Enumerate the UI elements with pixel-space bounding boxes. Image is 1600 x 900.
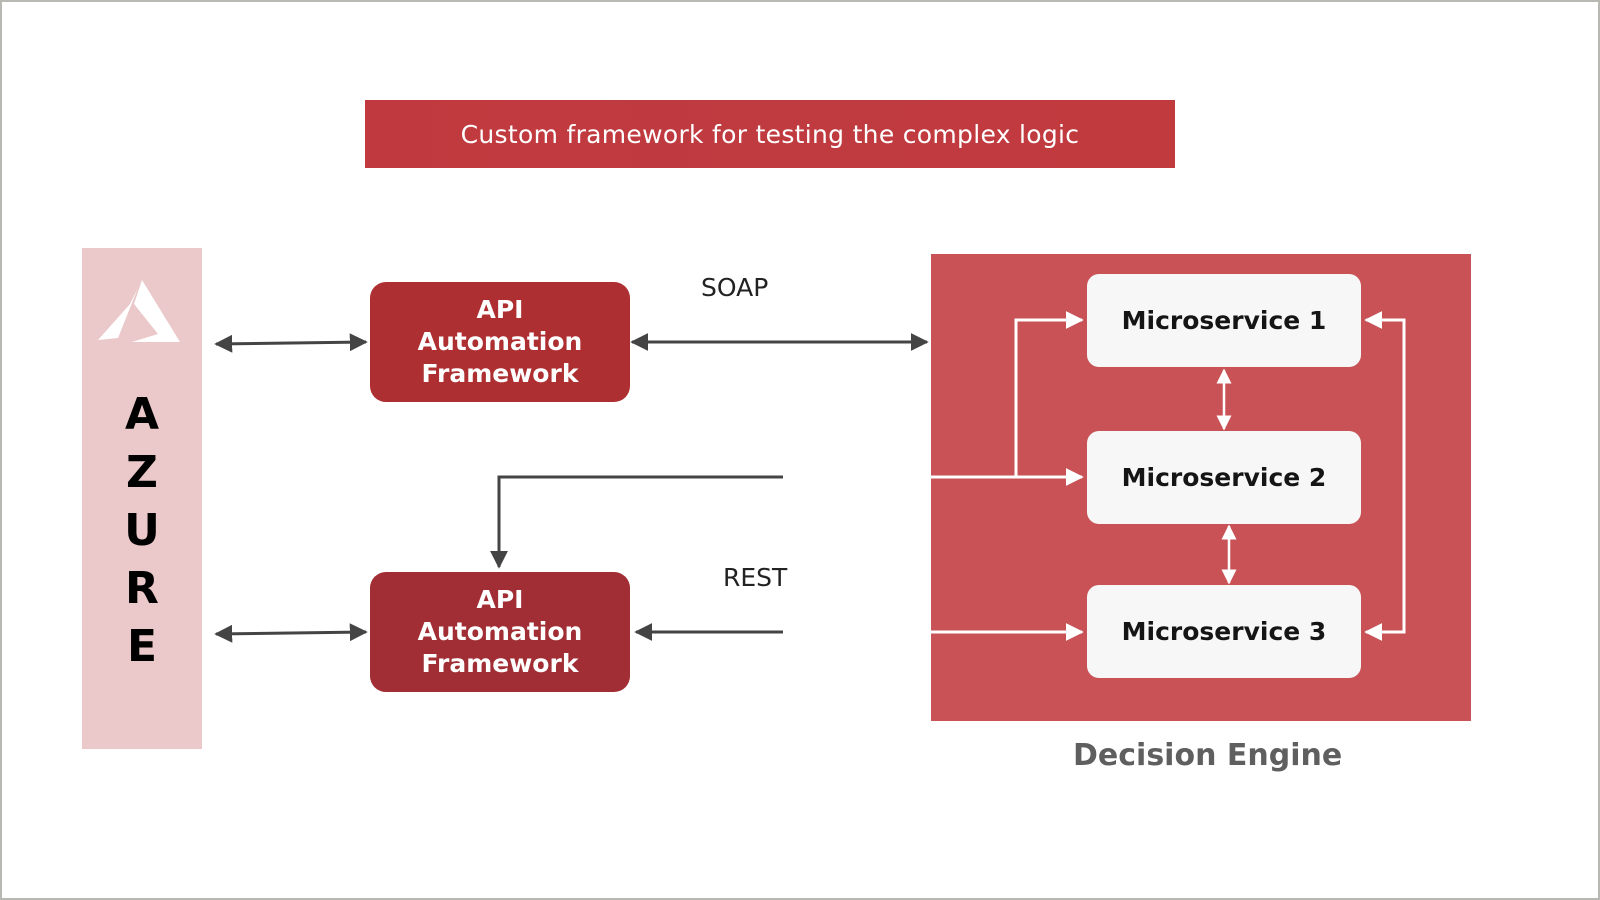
framework-label-line: Automation <box>417 327 583 356</box>
rest-protocol-label: REST <box>723 563 788 592</box>
azure-logo-icon <box>98 280 180 342</box>
framework-label-line: API <box>476 295 524 324</box>
framework-label-line: Automation <box>417 617 583 646</box>
branch-to-microservice-1-arrow <box>1014 311 1084 477</box>
microservice-label: Microservice 3 <box>1121 617 1327 646</box>
title-banner: Custom framework for testing the complex… <box>365 100 1175 168</box>
azure-letter: A <box>124 389 160 440</box>
soap-protocol-label: SOAP <box>701 273 769 302</box>
azure-panel: A Z U R E <box>82 248 202 749</box>
framework-label-line: API <box>476 585 524 614</box>
decision-engine-label: Decision Engine <box>1073 738 1343 773</box>
framework-label-line: Framework <box>421 649 579 678</box>
azure-letter: Z <box>126 447 158 498</box>
azure-vertical-label: A Z U R E <box>82 386 202 676</box>
api-automation-framework-top: API Automation Framework <box>370 282 630 402</box>
microservice-1-box: Microservice 1 <box>1087 274 1361 367</box>
azure-letter: U <box>124 505 160 556</box>
microservice-1-to-3-loop-arrow <box>1364 311 1406 641</box>
microservice-label: Microservice 1 <box>1121 306 1327 335</box>
azure-letter: E <box>126 621 158 672</box>
azure-to-top-framework-arrow <box>214 333 368 353</box>
microservice-2-to-bottom-framework-arrow <box>490 475 783 569</box>
api-automation-framework-bottom: API Automation Framework <box>370 572 630 692</box>
azure-letter: R <box>125 563 159 614</box>
microservice-label: Microservice 2 <box>1121 463 1327 492</box>
diagram-title: Custom framework for testing the complex… <box>460 119 1080 149</box>
microservice-2-box: Microservice 2 <box>1087 431 1361 524</box>
azure-to-bottom-framework-arrow <box>214 623 368 643</box>
framework-label-line: Framework <box>421 359 579 388</box>
microservice-3-box: Microservice 3 <box>1087 585 1361 678</box>
